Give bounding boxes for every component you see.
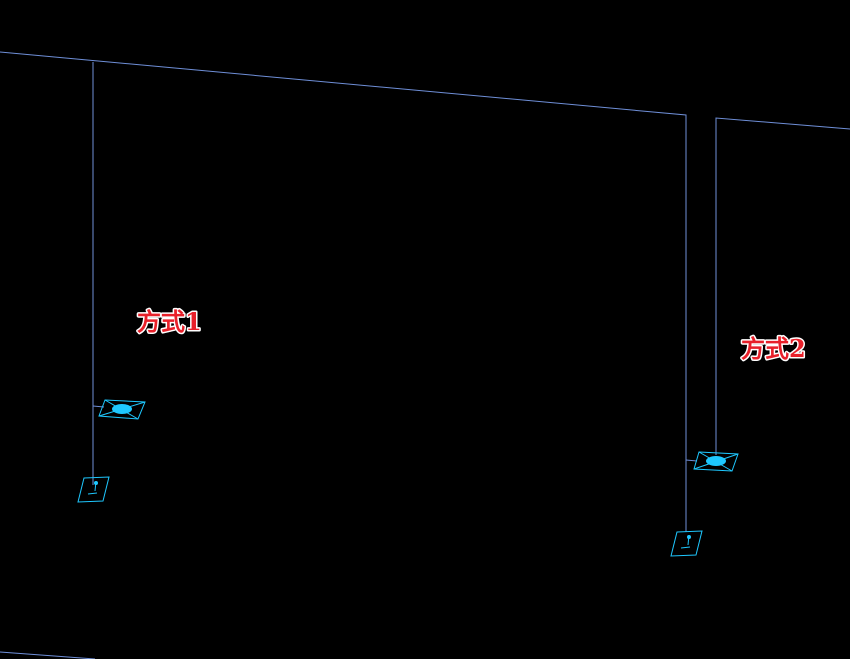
pipe-run-method-1 [0,51,687,532]
branch-stub-method-2 [685,459,698,462]
wall-box-icon-method-1 [77,476,110,503]
pipe-network [0,51,850,659]
pipe-run-method-2 [715,117,850,455]
ceiling-outlet-icon-method-2 [693,451,739,472]
wall-box-icon-method-2 [670,530,703,557]
bottom-pipe-segment [0,651,96,659]
label-method-1: 方式1 [137,307,202,336]
label-method-2: 方式2 [741,334,806,363]
ceiling-outlet-icon-method-1 [98,399,146,420]
